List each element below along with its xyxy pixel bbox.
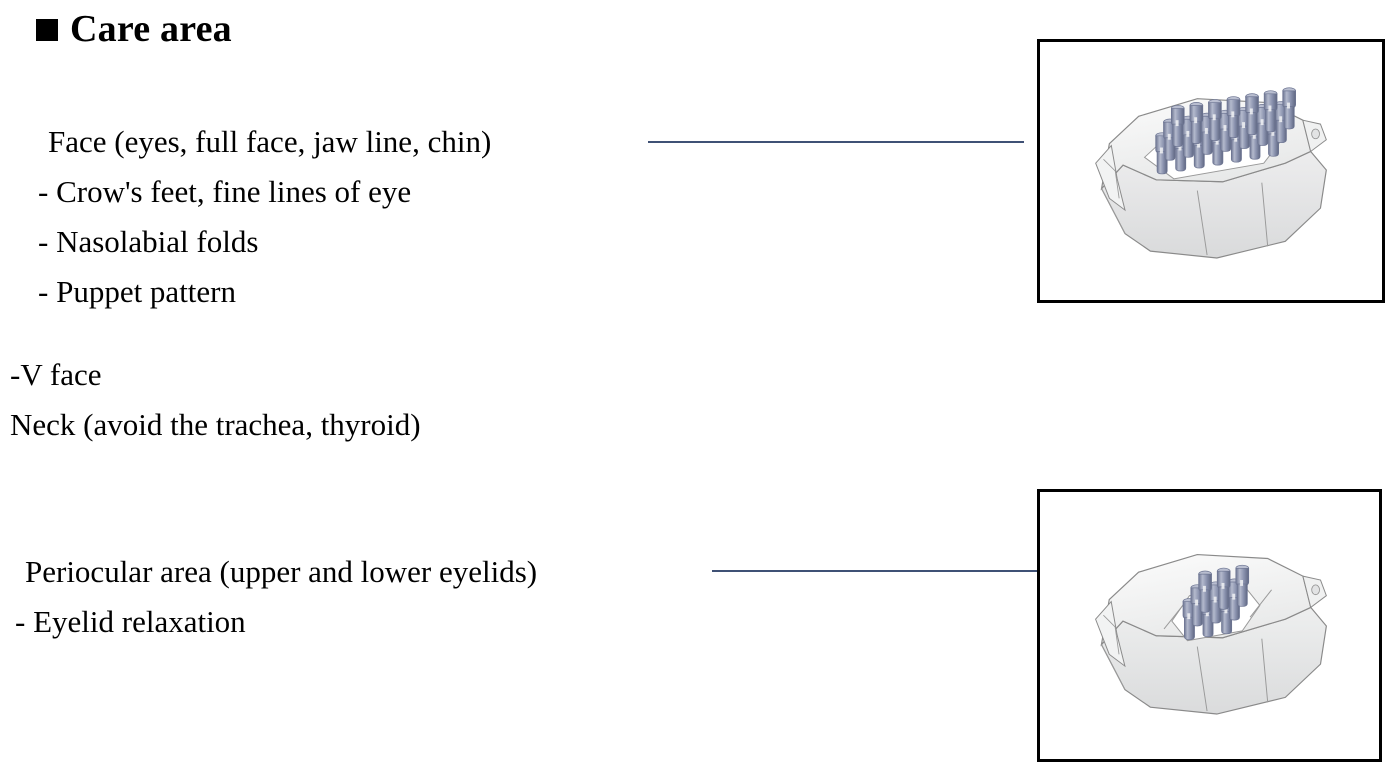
cartridge-left-slot-inner: [1103, 158, 1120, 199]
large-tip-cartridge-illustration: [1095, 87, 1327, 259]
care-area-neck-block: -V face Neck (avoid the trachea, thyroid…: [0, 350, 421, 450]
care-area-face-block: Face (eyes, full face, jaw line, chin) -…: [0, 117, 491, 317]
cartridge2-seam-1: [1196, 646, 1208, 712]
figure-small-tip-cartridge: [1037, 489, 1382, 762]
neck-item-1: -V face: [10, 357, 102, 392]
page-title-text: Care area: [70, 8, 232, 50]
neck-item-2: Neck (avoid the trachea, thyroid): [10, 407, 421, 442]
page-title: Care area: [36, 8, 232, 52]
cartridge-left-slot: [1095, 144, 1126, 212]
leader-line-periocular-to-figure: [712, 570, 1037, 572]
cartridge2-left-slot-inner: [1103, 614, 1120, 655]
cartridge2-right-tab-hole: [1311, 584, 1320, 596]
cartridge2-seam-3: [1100, 644, 1126, 690]
small-tip-cartridge-illustration: [1094, 554, 1327, 715]
square-bullet-icon: [36, 19, 58, 41]
face-item-1: - Crow's feet, fine lines of eye: [38, 174, 412, 209]
cartridge-seam-1: [1196, 190, 1208, 256]
face-item-3: - Puppet pattern: [38, 274, 237, 309]
leader-line-face-to-figure: [648, 141, 1024, 143]
figure-large-tip-cartridge: [1037, 39, 1385, 303]
periocular-item-1: - Eyelid relaxation: [15, 604, 246, 639]
cartridge2-left-slot: [1094, 600, 1126, 668]
face-item-2: - Nasolabial folds: [38, 224, 259, 259]
cartridge2-deck-seam-right: [1249, 589, 1272, 618]
periocular-title: Periocular area (upper and lower eyelids…: [25, 554, 538, 589]
cartridge2-seam-2: [1261, 638, 1269, 703]
cartridge-seam-3: [1101, 188, 1126, 234]
cartridge-seam-2: [1261, 182, 1269, 247]
face-title: Face (eyes, full face, jaw line, chin): [48, 124, 492, 159]
care-area-periocular-block: Periocular area (upper and lower eyelids…: [0, 547, 537, 647]
cartridge-right-tab-hole: [1311, 128, 1320, 140]
